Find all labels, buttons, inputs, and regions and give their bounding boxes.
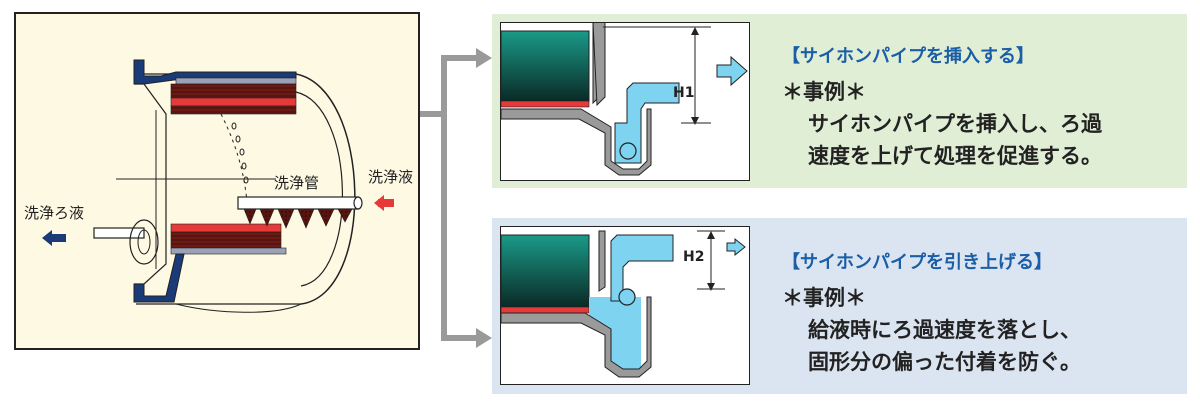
panel-insert-case-label: ＊事例＊ [782,80,866,104]
outflow-arrow-2 [726,237,746,257]
panel-lift-case-label: ＊事例＊ [782,286,866,310]
connector-arrowhead-top [476,48,492,68]
outflow-arrow-1 [716,55,748,87]
panel-insert-siphon: H1 【サイホンパイプを挿入する】 ＊事例＊ サイホンパイプを挿入し、ろ過 速度… [492,14,1187,188]
centrifuge-diagram: 洗浄ろ液 洗浄管 洗浄液 [14,12,420,350]
height-label-h2: H2 [683,249,705,265]
wash-pipe-label: 洗浄管 [274,174,320,192]
connector-arrowhead-bottom [476,328,492,348]
filtrate-label: 洗浄ろ液 [24,204,85,222]
siphon-lifted-detail: H2 [500,226,750,385]
panel-insert-line-1: サイホンパイプを挿入し、ろ過 [808,112,1102,136]
panel-lift-siphon: H2 【サイホンパイプを引き上げる】 ＊事例＊ 給液時にろ過速度を落とし、 固形… [492,218,1187,394]
filtrate-arrow [42,230,66,246]
wash-liquid-arrow [374,195,394,211]
panel-lift-title: 【サイホンパイプを引き上げる】 [782,252,1052,273]
panel-insert-line-2: 速度を上げて処理を促進する。 [808,144,1102,168]
centrifuge-drawing [42,59,394,313]
siphon-inserted-detail: H1 [500,22,750,181]
panel-lift-line-1: 給液時にろ過速度を落とし、 [808,318,1081,342]
wash-liquid-label: 洗浄液 [368,168,414,186]
panel-insert-title: 【サイホンパイプを挿入する】 [782,46,1034,67]
height-label-h1: H1 [673,85,695,101]
panel-lift-line-2: 固形分の偏った付着を防ぐ。 [808,350,1081,374]
